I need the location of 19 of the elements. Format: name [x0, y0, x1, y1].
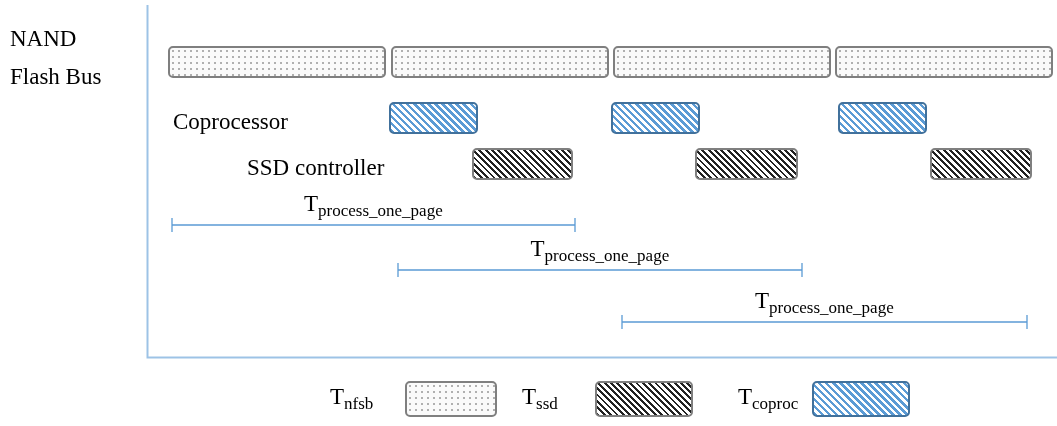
- controller-bar: [930, 148, 1032, 180]
- legend-label: T$_{ssd}$: [522, 383, 558, 415]
- coprocessor-bar: [389, 102, 478, 134]
- controller-bar: [695, 148, 798, 180]
- legend-label: T$_{coproc}$: [738, 383, 799, 415]
- bus-transfer-bar: [168, 46, 386, 78]
- row-label: SSD controller: [247, 154, 385, 182]
- duration-label: T$_{process_one_page}$: [530, 235, 670, 267]
- coprocessor-bar: [611, 102, 700, 134]
- bus-transfer-bar: [835, 46, 1053, 78]
- duration-label: T$_{process_one_page}$: [755, 287, 894, 319]
- bus-transfer-bar: [391, 46, 609, 78]
- duration-label: T$_{process_one_page}$: [304, 190, 443, 222]
- row-label: Coprocessor: [173, 108, 288, 136]
- legend-label: T$_{nfsb}$: [330, 383, 374, 415]
- coprocessor-bar: [838, 102, 927, 134]
- controller-bar: [472, 148, 573, 180]
- bus-transfer-bar: [613, 46, 831, 78]
- row-label: NAND Flash Bus: [10, 25, 103, 91]
